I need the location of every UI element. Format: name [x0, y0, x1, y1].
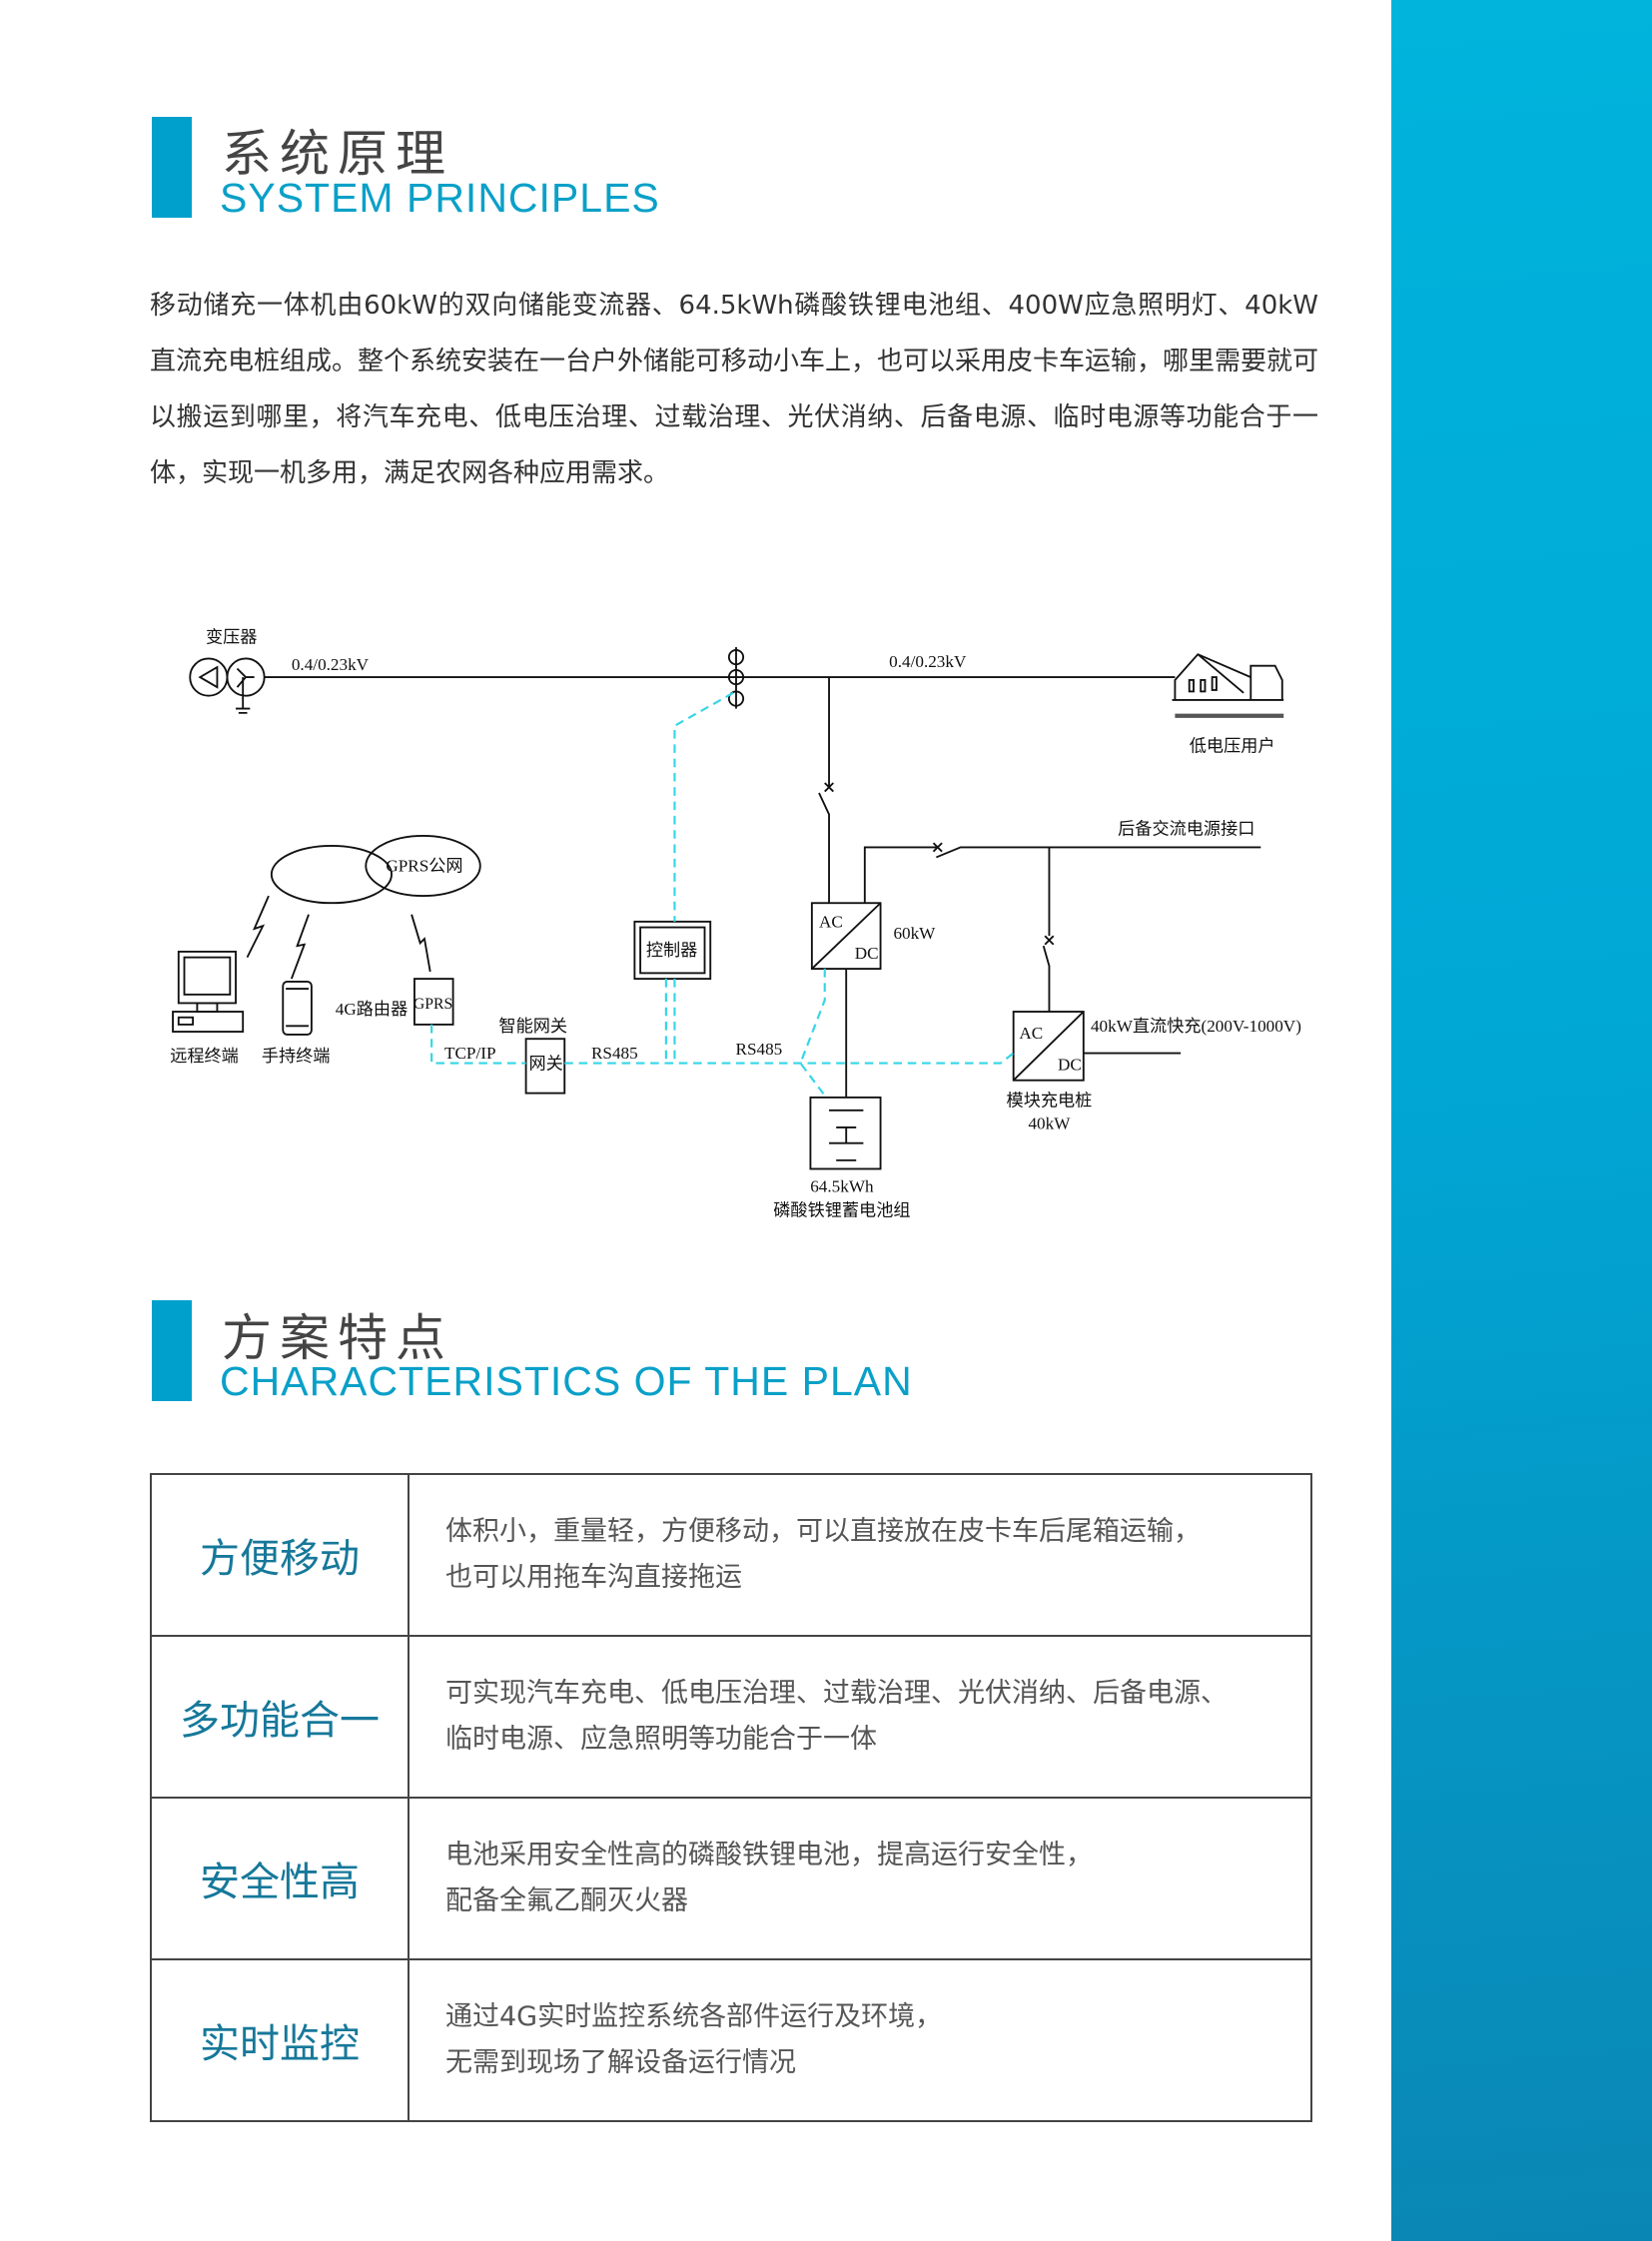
low-voltage-user-label: 低电压用户: [1190, 737, 1275, 756]
wireless-icon: [411, 914, 431, 973]
backup-ac-label: 后备交流电源接口: [1118, 820, 1254, 839]
charger-ac-label: AC: [1019, 1024, 1043, 1043]
side-decoration-band: [1391, 0, 1652, 2241]
charger-power-label: 40kW: [1028, 1114, 1071, 1132]
table-row: 安全性高 电池采用安全性高的磷酸铁锂电池，提高运行安全性， 配备全氟乙酮灭火器: [150, 1797, 1312, 1960]
description-line: 无需到现场了解设备运行情况: [445, 2047, 796, 2078]
charger-output-label: 40kW直流快充(200V-1000V): [1091, 1017, 1301, 1036]
feature-description: 体积小，重量轻，方便移动，可以直接放在皮卡车后尾箱运输， 也可以用拖车沟直接拖运: [408, 1473, 1312, 1637]
charger-name-label: 模块充电桩: [1007, 1091, 1093, 1110]
feature-label: 多功能合一: [150, 1635, 410, 1799]
pcs-power-label: 60kW: [893, 924, 936, 943]
battery-capacity-label: 64.5kWh: [810, 1176, 874, 1195]
backup-ac-switch: [863, 842, 1261, 904]
rs485-label: RS485: [736, 1040, 783, 1059]
battery-icon: [829, 1109, 864, 1161]
router-box-label: GPRS: [413, 996, 452, 1013]
description-line: 可实现汽车充电、低电压治理、过载治理、光伏消纳、后备电源、: [445, 1678, 1228, 1709]
feature-description: 可实现汽车充电、低电压治理、过载治理、光伏消纳、后备电源、临时电源、应急照明等功…: [408, 1635, 1312, 1799]
section-accent-bar: [152, 1300, 192, 1401]
transformer-icon: [189, 657, 266, 714]
voltage-label: 0.4/0.23kV: [292, 655, 370, 674]
description-line: 体积小，重量轻，方便移动，可以直接放在皮卡车后尾箱运输，: [445, 1516, 1201, 1547]
handheld-terminal-label: 手持终端: [262, 1047, 331, 1066]
feature-label: 安全性高: [150, 1797, 410, 1960]
feature-label: 实时监控: [150, 1958, 410, 2122]
charger-dc-label: DC: [1058, 1056, 1082, 1075]
description-line: 通过4G实时监控系统各部件运行及环境，: [445, 2001, 943, 2032]
controller-label: 控制器: [646, 941, 697, 960]
description-line: 电池采用安全性高的磷酸铁锂电池，提高运行安全性，: [445, 1840, 1093, 1870]
description-line: 临时电源、应急照明等功能合于一体: [445, 1724, 877, 1755]
feature-description: 通过4G实时监控系统各部件运行及环境， 无需到现场了解设备运行情况: [408, 1958, 1312, 2122]
battery-name-label: 磷酸铁锂蓄电池组: [773, 1201, 910, 1220]
phone-icon: [282, 981, 313, 1036]
computer-icon: [172, 950, 245, 1033]
cloud-icon: [270, 835, 481, 905]
transformer-label: 变压器: [206, 628, 257, 647]
charger-switch: [1042, 847, 1055, 1013]
system-diagram: 变压器 0.4/0.23kV 0.4/0.23kV 低电压用户 后备交流电源接口…: [170, 628, 1301, 1220]
section-title-en: SYSTEM PRINCIPLES: [220, 175, 660, 221]
rs485-label: RS485: [591, 1044, 638, 1063]
gateway-label: 智能网关: [498, 1017, 567, 1036]
intro-paragraph: 移动储充一体机由60kW的双向储能变流器、64.5kWh磷酸铁锂电池组、400W…: [150, 291, 1319, 488]
gateway-box-label: 网关: [528, 1054, 562, 1073]
controller-box: [633, 920, 712, 981]
voltage-label: 0.4/0.23kV: [889, 652, 967, 671]
communication-lines: [430, 691, 1015, 1099]
gateway-box: [524, 1038, 566, 1095]
pcs-ac-label: AC: [819, 913, 843, 932]
remote-terminal-label: 远程终端: [170, 1047, 239, 1066]
gprs-network-label: GPRS公网: [386, 857, 462, 876]
wireless-icon: [290, 914, 310, 980]
tcpip-label: TCP/IP: [444, 1044, 496, 1063]
features-table: 方便移动 体积小，重量轻，方便移动，可以直接放在皮卡车后尾箱运输， 也可以用拖车沟…: [150, 1473, 1312, 2122]
feature-label: 方便移动: [150, 1473, 410, 1637]
router-label: 4G路由器: [336, 1000, 408, 1019]
pcs-dc-label: DC: [855, 944, 879, 963]
breaker-icon: [727, 647, 745, 709]
section-accent-bar: [152, 117, 192, 218]
wireless-icon: [246, 895, 270, 959]
description-line: 配备全氟乙酮灭火器: [445, 1885, 688, 1916]
table-row: 方便移动 体积小，重量轻，方便移动，可以直接放在皮卡车后尾箱运输， 也可以用拖车沟…: [150, 1473, 1312, 1637]
section-title-cn: 系统原理: [222, 125, 453, 183]
pcs-ac-switch: [818, 677, 834, 904]
house-icon: [1172, 653, 1284, 718]
table-row: 多功能合一 可实现汽车充电、低电压治理、过载治理、光伏消纳、后备电源、临时电源、…: [150, 1635, 1312, 1799]
section-title-en: CHARACTERISTICS OF THE PLAN: [220, 1358, 913, 1404]
section-title-cn: 方案特点: [222, 1309, 453, 1367]
battery-box: [809, 1096, 882, 1170]
description-line: 也可以用拖车沟直接拖运: [445, 1562, 742, 1593]
router-box: [413, 978, 454, 1026]
table-row: 实时监控 通过4G实时监控系统各部件运行及环境， 无需到现场了解设备运行情况: [150, 1958, 1312, 2122]
feature-description: 电池采用安全性高的磷酸铁锂电池，提高运行安全性， 配备全氟乙酮灭火器: [408, 1797, 1312, 1960]
charger-box: [1012, 1011, 1085, 1082]
